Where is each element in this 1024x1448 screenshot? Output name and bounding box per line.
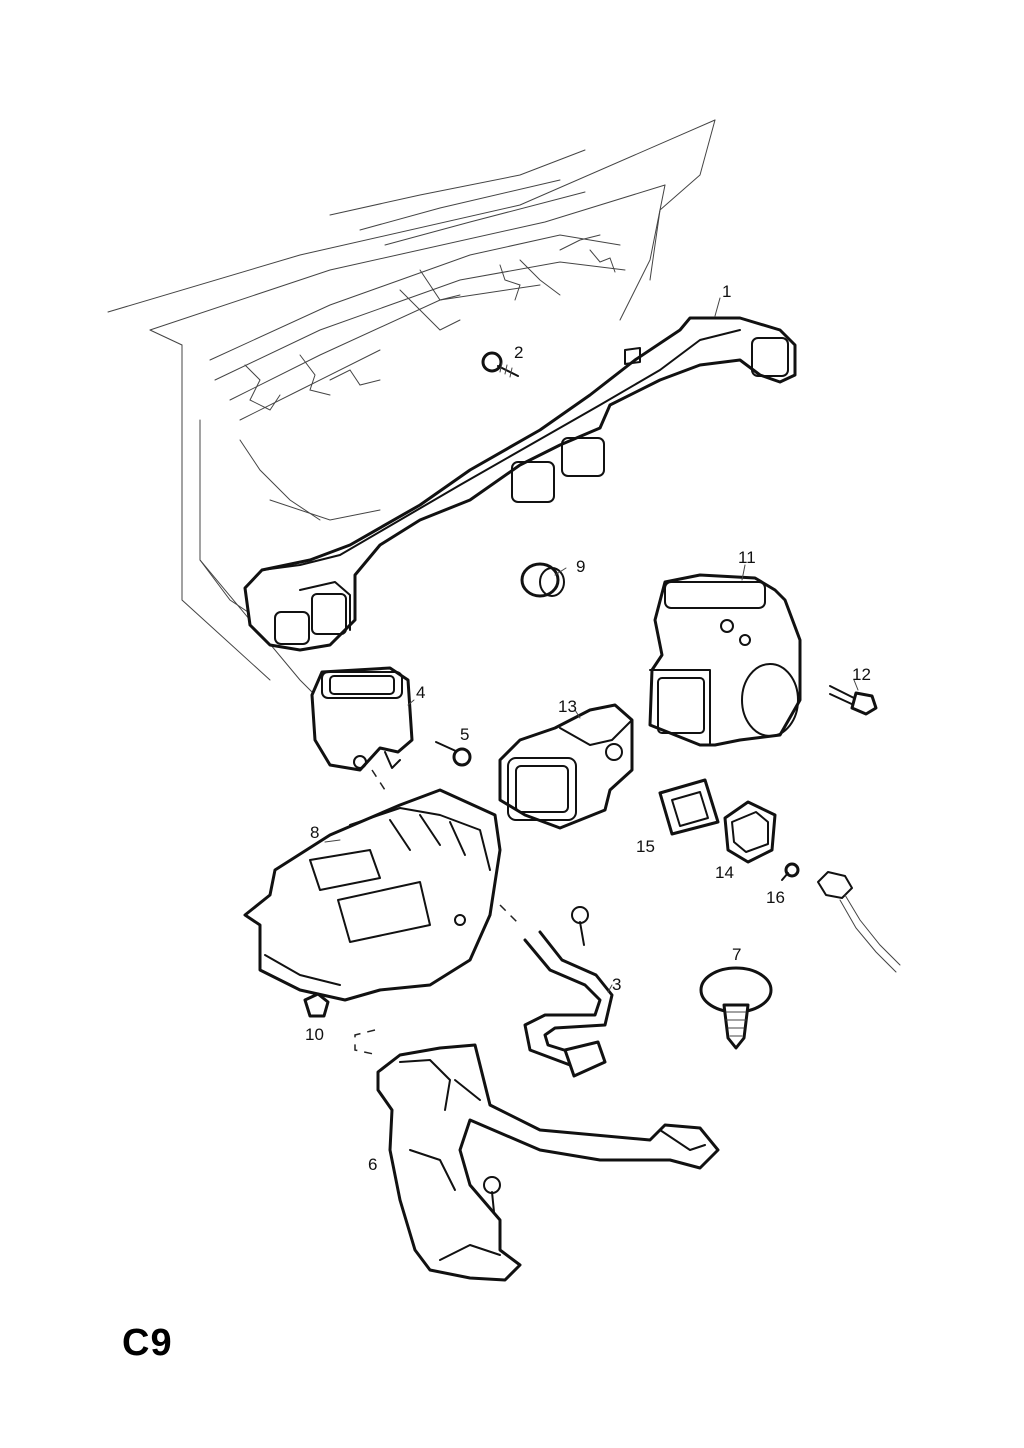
wiring-harness: [817, 871, 901, 973]
clip-part-10: [303, 992, 330, 1018]
page-code-label: C9: [122, 1322, 173, 1364]
intake-duct-part-13: [498, 703, 634, 830]
screw-part-5: [435, 741, 472, 767]
callout-14: 14: [715, 863, 734, 882]
assembly-dashed-guides: [354, 769, 521, 1056]
gasket-part-15: [658, 778, 720, 836]
callout-7: 7: [732, 945, 741, 964]
callout-8: 8: [310, 823, 319, 842]
callout-5: 5: [460, 725, 469, 744]
screw-near-hose: [571, 906, 589, 946]
flexible-hose-part-3: [523, 930, 614, 1078]
upper-air-duct-part-1: [243, 316, 797, 652]
callout-labels: 1 2 3 4 5 6 7 8 9 10 11 12 13 14 15 16: [305, 282, 871, 1174]
push-clip-part-7: [699, 966, 773, 1050]
screw-near-floor-duct: [483, 1176, 501, 1213]
small-screw-part-16: [781, 862, 800, 881]
callout-13: 13: [558, 697, 577, 716]
dashboard-outline-background: [107, 119, 716, 701]
resistor-module-part-14: [723, 800, 777, 864]
callout-3: 3: [612, 975, 621, 994]
callout-10: 10: [305, 1025, 324, 1044]
callout-16: 16: [766, 888, 785, 907]
callout-12: 12: [852, 665, 871, 684]
callout-2: 2: [514, 343, 523, 362]
floor-duct-part-6: [376, 1043, 720, 1282]
callout-15: 15: [636, 837, 655, 856]
blower-housing-part-11: [648, 573, 802, 747]
heater-housing-part-8: [243, 788, 502, 1002]
callout-6: 6: [368, 1155, 377, 1174]
callout-1: 1: [722, 282, 731, 301]
callout-9: 9: [576, 557, 585, 576]
screw-part-2: [481, 351, 519, 378]
callout-4: 4: [416, 683, 425, 702]
plug-part-9: [520, 562, 565, 598]
bolt-part-12: [829, 685, 878, 716]
leader-lines: [324, 297, 859, 993]
duct-elbow-part-4: [310, 666, 414, 772]
callout-11: 11: [738, 548, 756, 567]
